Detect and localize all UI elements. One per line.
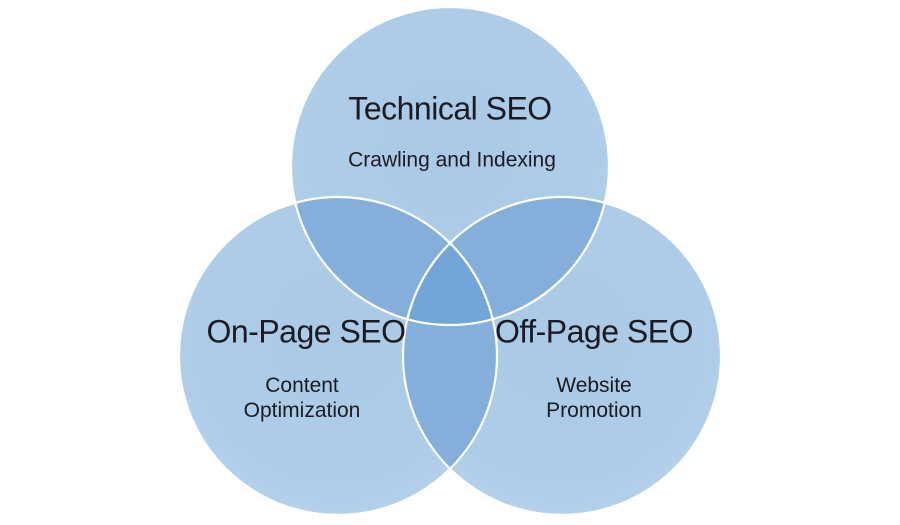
overlap-technical-offpage xyxy=(403,197,609,325)
on-page-seo-subtitle: Content Optimization xyxy=(243,374,361,422)
off-page-seo-title: Off-Page SEO xyxy=(495,313,693,350)
on-page-seo-title: On-Page SEO xyxy=(206,313,406,350)
on-page-seo-circle-outline xyxy=(177,195,499,517)
overlap-top-pairs xyxy=(291,197,609,325)
off-page-seo-circle-outline xyxy=(401,195,723,517)
technical-seo-circle-outline xyxy=(289,5,611,327)
technical-seo-subtitle: Crawling and Indexing xyxy=(348,148,556,172)
technical-seo-title: Technical SEO xyxy=(348,90,552,127)
off-page-seo-subtitle: Website Promotion xyxy=(546,374,642,422)
overlap-technical-onpage xyxy=(291,197,497,325)
